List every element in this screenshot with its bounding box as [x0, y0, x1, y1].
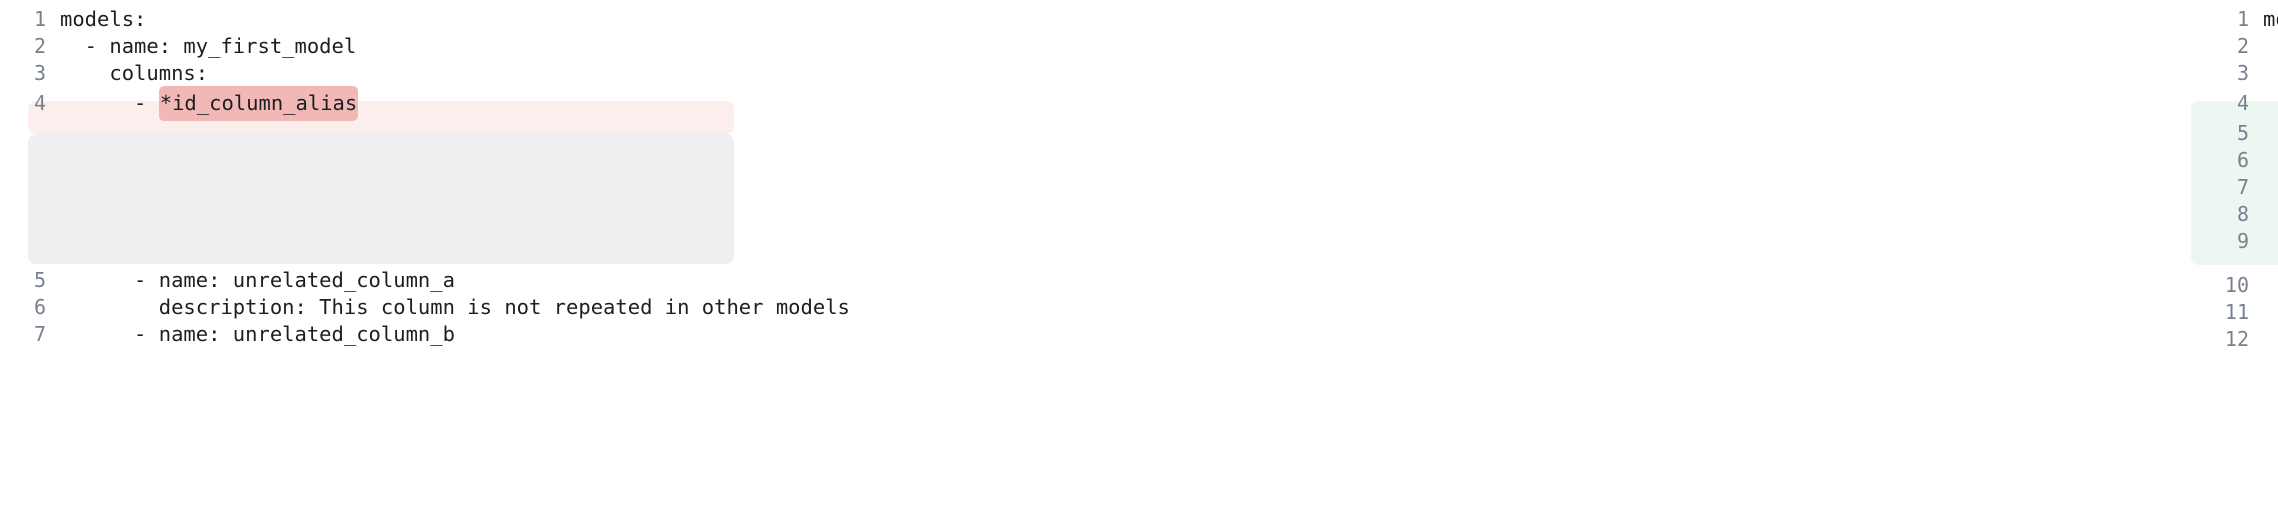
code-line[interactable]: 2 - name: my_first_model	[10, 33, 1139, 60]
removed-placeholder-block	[28, 134, 734, 264]
line-number: 5	[2236, 121, 2249, 145]
added-block-highlight	[2191, 101, 2278, 265]
code-line-added[interactable]: 8 - not_null	[2205, 201, 2278, 228]
code-text: - name: unrelated_column_a	[2263, 272, 2278, 299]
line-number: 6	[33, 295, 46, 319]
code-text: - name: unrelated_column_b	[60, 322, 455, 346]
line-number: 7	[2236, 175, 2249, 199]
code-indent	[2263, 147, 2278, 174]
code-text: - name: unrelated_column_a	[60, 268, 455, 292]
removed-line-block-highlight	[28, 101, 734, 134]
code-text: models:	[2263, 7, 2278, 31]
diff-pane-before: 1 models: 2 - name: my_first_model 3 col…	[10, 6, 1139, 348]
code-indent	[2263, 120, 2278, 147]
line-number: 3	[2236, 61, 2249, 85]
line-number: 9	[2236, 229, 2249, 253]
line-number: 1	[33, 7, 46, 31]
code-line-added[interactable]: 9 - unique	[2205, 228, 2278, 255]
code-line[interactable]: 6 description: This column is not repeat…	[10, 294, 1139, 321]
code-line-removed[interactable]: 4 - *id_column_alias	[10, 86, 1139, 121]
code-line[interactable]: 2 - name: my_first_model	[2205, 33, 2278, 60]
line-number: 11	[2224, 300, 2249, 324]
code-line[interactable]: 11 description: This column is not repea…	[2205, 299, 2278, 326]
code-line[interactable]: 3 columns:	[10, 60, 1139, 87]
code-line-added[interactable]: 7 data_tests:	[2205, 174, 2278, 201]
code-line[interactable]: 12 - name: unrelated_column_b	[2205, 326, 2278, 353]
code-text: - name: my_first_model	[60, 34, 357, 58]
code-line[interactable]: 5 - name: unrelated_column_a	[10, 267, 1139, 294]
line-number: 1	[2236, 7, 2249, 31]
code-line[interactable]: 7 - name: unrelated_column_b	[10, 321, 1139, 348]
code-line-added[interactable]: 6 data_type: int	[2205, 147, 2278, 174]
line-number: 2	[33, 34, 46, 58]
line-number: 4	[2236, 91, 2249, 115]
line-number: 12	[2224, 327, 2249, 351]
code-line-added[interactable]: 4 - name: id	[2205, 87, 2278, 120]
code-text: description: This column is not repeated…	[2263, 299, 2278, 326]
line-number: 3	[33, 61, 46, 85]
code-line[interactable]: 10 - name: unrelated_column_a	[2205, 272, 2278, 299]
code-text: columns:	[2263, 60, 2278, 87]
line-number: 2	[2236, 34, 2249, 58]
line-number: 7	[33, 322, 46, 346]
code-line[interactable]: 3 columns:	[2205, 60, 2278, 87]
code-line[interactable]: 1 models:	[2205, 6, 2278, 33]
removed-placeholder-spacer	[10, 120, 1139, 250]
code-indent: -	[60, 91, 159, 115]
line-number: 10	[2224, 273, 2249, 297]
code-text: - name: my_first_model	[2263, 33, 2278, 60]
line-number: 4	[33, 91, 46, 115]
code-line-added[interactable]: 5 description: This is a unique identifi…	[2205, 120, 2278, 147]
line-number: 6	[2236, 148, 2249, 172]
line-number: 8	[2236, 202, 2249, 226]
code-text: - name: unrelated_column_b	[2263, 326, 2278, 353]
code-text: models:	[60, 7, 147, 31]
removed-word-highlight: *id_column_alias	[158, 86, 359, 121]
code-indent	[2263, 228, 2278, 255]
code-indent: -	[2263, 87, 2278, 120]
code-indent	[2263, 201, 2278, 228]
code-text: columns:	[60, 61, 209, 85]
code-text: description: This column is not repeated…	[60, 295, 850, 319]
diff-pane-after: 1 models: 2 - name: my_first_model 3 col…	[1139, 0, 2278, 528]
code-indent	[2263, 174, 2278, 201]
code-line[interactable]: 1 models:	[10, 6, 1139, 33]
line-number: 5	[33, 268, 46, 292]
